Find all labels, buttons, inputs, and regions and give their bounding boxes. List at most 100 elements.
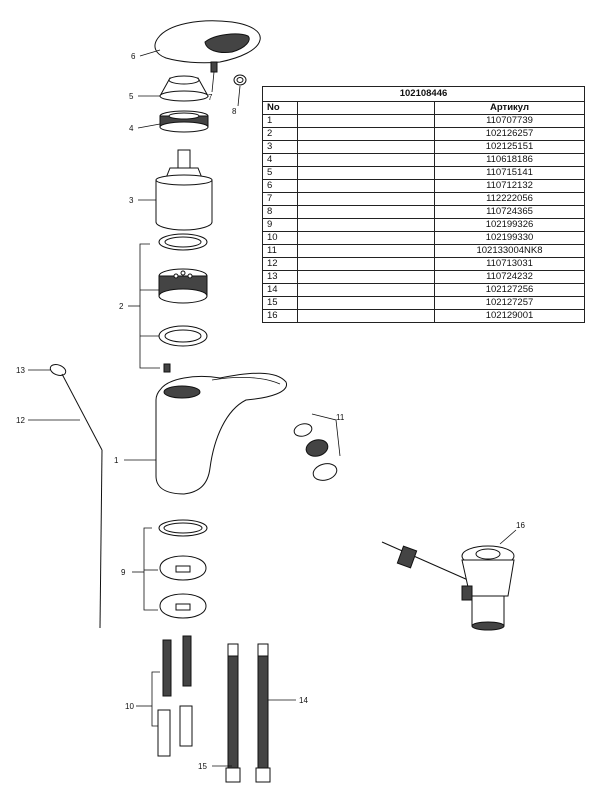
table-header-row: No Артикул bbox=[262, 101, 585, 115]
part-popup-waste: 16 bbox=[381, 521, 525, 631]
table-row: 16 102129001 bbox=[262, 309, 585, 323]
callout-7: 7 bbox=[208, 93, 213, 102]
cell-blank bbox=[297, 257, 435, 271]
cell-article: 110715141 bbox=[434, 166, 585, 180]
cell-article: 110712132 bbox=[434, 179, 585, 193]
callout-4: 4 bbox=[129, 124, 134, 133]
cell-article: 110707739 bbox=[434, 114, 585, 128]
cell-blank bbox=[297, 114, 435, 128]
cell-blank bbox=[297, 166, 435, 180]
part-lever-handle: 6 bbox=[131, 20, 261, 64]
header-no: No bbox=[262, 101, 298, 115]
part-flexible-hoses: 14 15 bbox=[198, 643, 308, 783]
cell-article: 102199326 bbox=[434, 218, 585, 232]
part-faucet-body: 1 bbox=[114, 372, 287, 495]
callout-15: 15 bbox=[198, 762, 207, 771]
part-mounting-studs: 10 bbox=[125, 635, 193, 757]
table-row: 5 110715141 bbox=[262, 166, 585, 180]
table-row: 12 110713031 bbox=[262, 257, 585, 271]
cell-no: 5 bbox=[262, 166, 298, 180]
parts-table: 102108446 No Артикул 1 110707739 2 10212625… bbox=[262, 86, 585, 323]
part-aerator: 11 bbox=[293, 413, 345, 481]
cell-blank bbox=[297, 283, 435, 297]
cell-blank bbox=[297, 270, 435, 284]
cell-article: 110724232 bbox=[434, 270, 585, 284]
callout-10: 10 bbox=[125, 702, 134, 711]
cell-blank bbox=[297, 296, 435, 310]
table-row: 1 110707739 bbox=[262, 114, 585, 128]
cell-article: 102126257 bbox=[434, 127, 585, 141]
table-row: 10 102199330 bbox=[262, 231, 585, 245]
cell-no: 7 bbox=[262, 192, 298, 206]
callout-2: 2 bbox=[119, 302, 124, 311]
part-seal-set: 2 bbox=[119, 233, 208, 373]
table-title-row: 102108446 bbox=[262, 86, 585, 102]
cell-no: 13 bbox=[262, 270, 298, 284]
cell-no: 3 bbox=[262, 140, 298, 154]
callout-13: 13 bbox=[16, 366, 25, 375]
part-nut: 8 bbox=[232, 74, 247, 116]
cell-article: 102133004NK8 bbox=[434, 244, 585, 258]
table-row: 11 102133004NK8 bbox=[262, 244, 585, 258]
cell-blank bbox=[297, 127, 435, 141]
cell-no: 11 bbox=[262, 244, 298, 258]
header-blank bbox=[297, 101, 435, 115]
cell-blank bbox=[297, 231, 435, 245]
cell-blank bbox=[297, 309, 435, 323]
cell-blank bbox=[297, 140, 435, 154]
cell-blank bbox=[297, 179, 435, 193]
callout-9: 9 bbox=[121, 568, 126, 577]
table-row: 6 110712132 bbox=[262, 179, 585, 193]
part-washer-clips: 9 bbox=[121, 519, 208, 619]
table-row: 7 112222056 bbox=[262, 192, 585, 206]
cell-no: 9 bbox=[262, 218, 298, 232]
cell-no: 12 bbox=[262, 257, 298, 271]
callout-11: 11 bbox=[336, 413, 345, 422]
cell-article: 102125151 bbox=[434, 140, 585, 154]
part-set-screw: 7 bbox=[208, 61, 218, 102]
cell-no: 8 bbox=[262, 205, 298, 219]
cell-no: 16 bbox=[262, 309, 298, 323]
callout-6: 6 bbox=[131, 52, 136, 61]
cell-no: 10 bbox=[262, 231, 298, 245]
callout-5: 5 bbox=[129, 92, 134, 101]
callout-14: 14 bbox=[299, 696, 308, 705]
table-row: 13 110724232 bbox=[262, 270, 585, 284]
parts-table-body: 102108446 No Артикул 1 110707739 2 10212625… bbox=[262, 86, 585, 323]
part-cap: 5 bbox=[129, 75, 209, 102]
part-lift-rod: 13 12 bbox=[16, 364, 103, 629]
cell-blank bbox=[297, 244, 435, 258]
cell-article: 102129001 bbox=[434, 309, 585, 323]
cell-article: 102127257 bbox=[434, 296, 585, 310]
cell-no: 4 bbox=[262, 153, 298, 167]
cell-no: 6 bbox=[262, 179, 298, 193]
header-article: Артикул bbox=[434, 101, 585, 115]
callout-12: 12 bbox=[16, 416, 25, 425]
cell-article: 112222056 bbox=[434, 192, 585, 206]
callout-1: 1 bbox=[114, 456, 119, 465]
table-row: 2 102126257 bbox=[262, 127, 585, 141]
part-cartridge: 3 bbox=[129, 149, 213, 231]
cell-blank bbox=[297, 205, 435, 219]
cell-no: 1 bbox=[262, 114, 298, 128]
callout-8: 8 bbox=[232, 107, 237, 116]
table-row: 3 102125151 bbox=[262, 140, 585, 154]
cell-no: 15 bbox=[262, 296, 298, 310]
cell-no: 2 bbox=[262, 127, 298, 141]
cell-blank bbox=[297, 192, 435, 206]
table-row: 8 110724365 bbox=[262, 205, 585, 219]
table-row: 4 110618186 bbox=[262, 153, 585, 167]
part-threaded-ring: 4 bbox=[129, 110, 209, 133]
cell-article: 110713031 bbox=[434, 257, 585, 271]
callout-3: 3 bbox=[129, 196, 134, 205]
cell-article: 110618186 bbox=[434, 153, 585, 167]
callout-16: 16 bbox=[516, 521, 525, 530]
cell-article: 102199330 bbox=[434, 231, 585, 245]
cell-no: 14 bbox=[262, 283, 298, 297]
cell-article: 110724365 bbox=[434, 205, 585, 219]
cell-blank bbox=[297, 218, 435, 232]
table-title: 102108446 bbox=[262, 86, 585, 102]
table-row: 15 102127257 bbox=[262, 296, 585, 310]
